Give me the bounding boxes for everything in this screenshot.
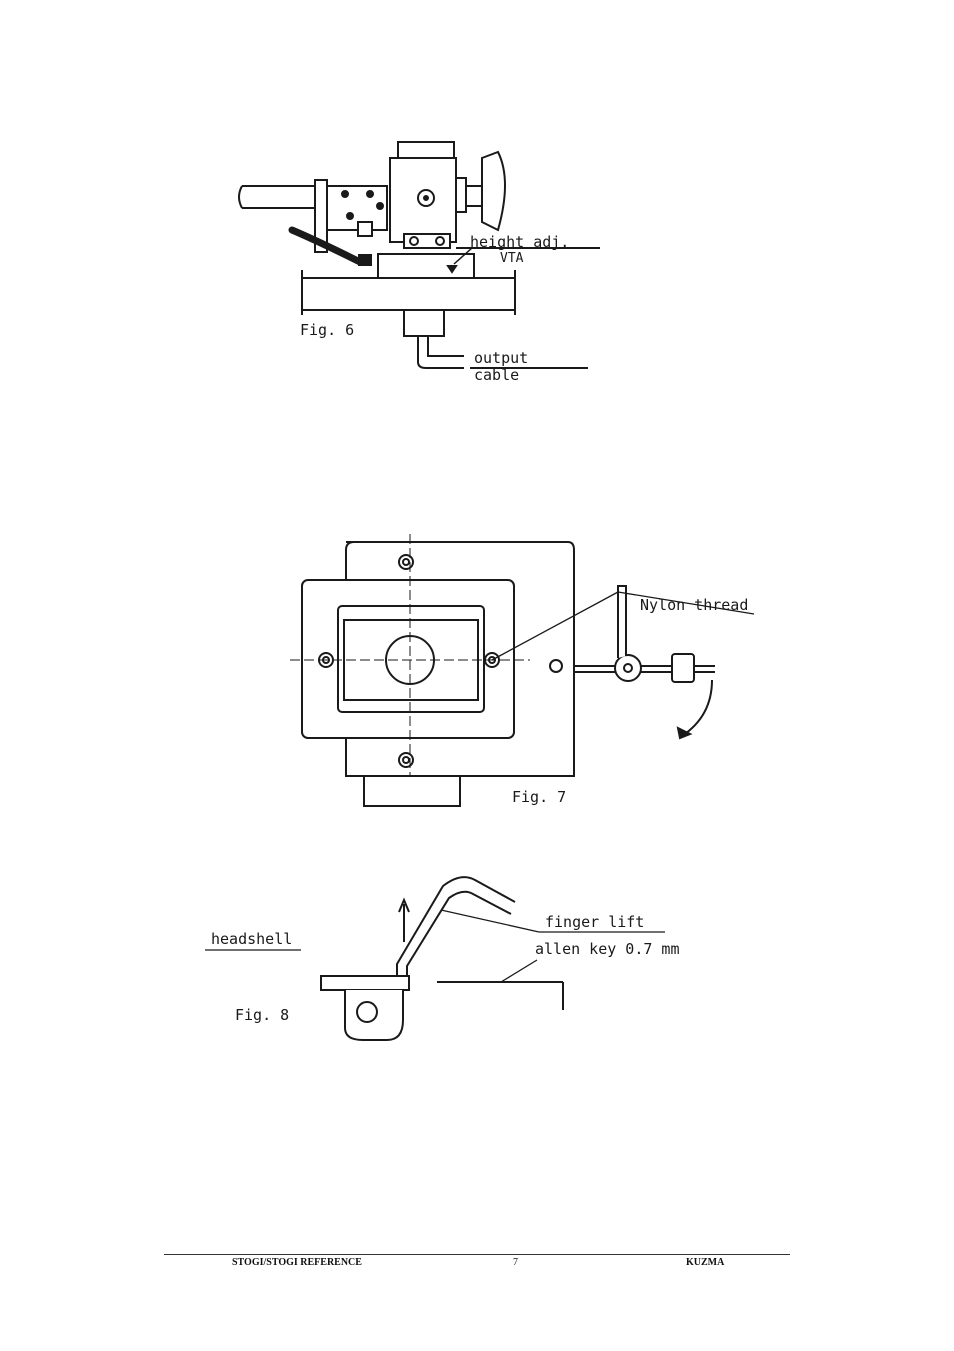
label-finger-lift: finger lift bbox=[545, 913, 644, 931]
footer-brand: KUZMA bbox=[686, 1257, 725, 1268]
figure-8-drawing: headshell finger lift allen key 0.7 mm F… bbox=[205, 876, 680, 1041]
label-output: output bbox=[474, 349, 528, 367]
up-arrow bbox=[398, 897, 410, 942]
headshell bbox=[320, 975, 410, 1041]
footer-rule bbox=[164, 1254, 790, 1255]
cue-lever bbox=[288, 226, 364, 266]
centre-lines bbox=[290, 534, 530, 782]
screw-holes bbox=[318, 554, 563, 768]
figure-6-caption: Fig. 6 bbox=[300, 321, 354, 339]
figure-8-caption: Fig. 8 bbox=[235, 1006, 289, 1024]
nylon-thread bbox=[491, 591, 755, 661]
figure-7-caption: Fig. 7 bbox=[512, 788, 566, 806]
figure-7-drawing: Nylon thread Fig. 7 bbox=[290, 534, 755, 807]
leader-lines bbox=[205, 909, 665, 983]
post-collar bbox=[363, 775, 461, 807]
screw-block bbox=[357, 221, 373, 237]
lift-rod bbox=[574, 585, 715, 740]
bearing-housing bbox=[389, 141, 506, 249]
label-allen-key: allen key 0.7 mm bbox=[535, 940, 680, 958]
label-cable: cable bbox=[474, 366, 519, 384]
output-cable bbox=[403, 309, 464, 369]
footer-title: STOGI/STOGI REFERENCE bbox=[232, 1257, 362, 1268]
label-nylon-thread: Nylon thread bbox=[640, 596, 748, 614]
arm-base bbox=[377, 253, 475, 279]
counterweight bbox=[326, 185, 388, 231]
finger-lift bbox=[396, 876, 516, 976]
label-headshell: headshell bbox=[211, 930, 292, 948]
figure-6-drawing: height adj. VTA output cable Fig. 6 bbox=[238, 141, 600, 384]
page-number: 7 bbox=[513, 1257, 518, 1268]
arm-tube bbox=[238, 185, 320, 209]
armrest-line bbox=[437, 981, 564, 1010]
label-height-adj: height adj. bbox=[470, 233, 569, 251]
label-vta: VTA bbox=[500, 251, 524, 266]
